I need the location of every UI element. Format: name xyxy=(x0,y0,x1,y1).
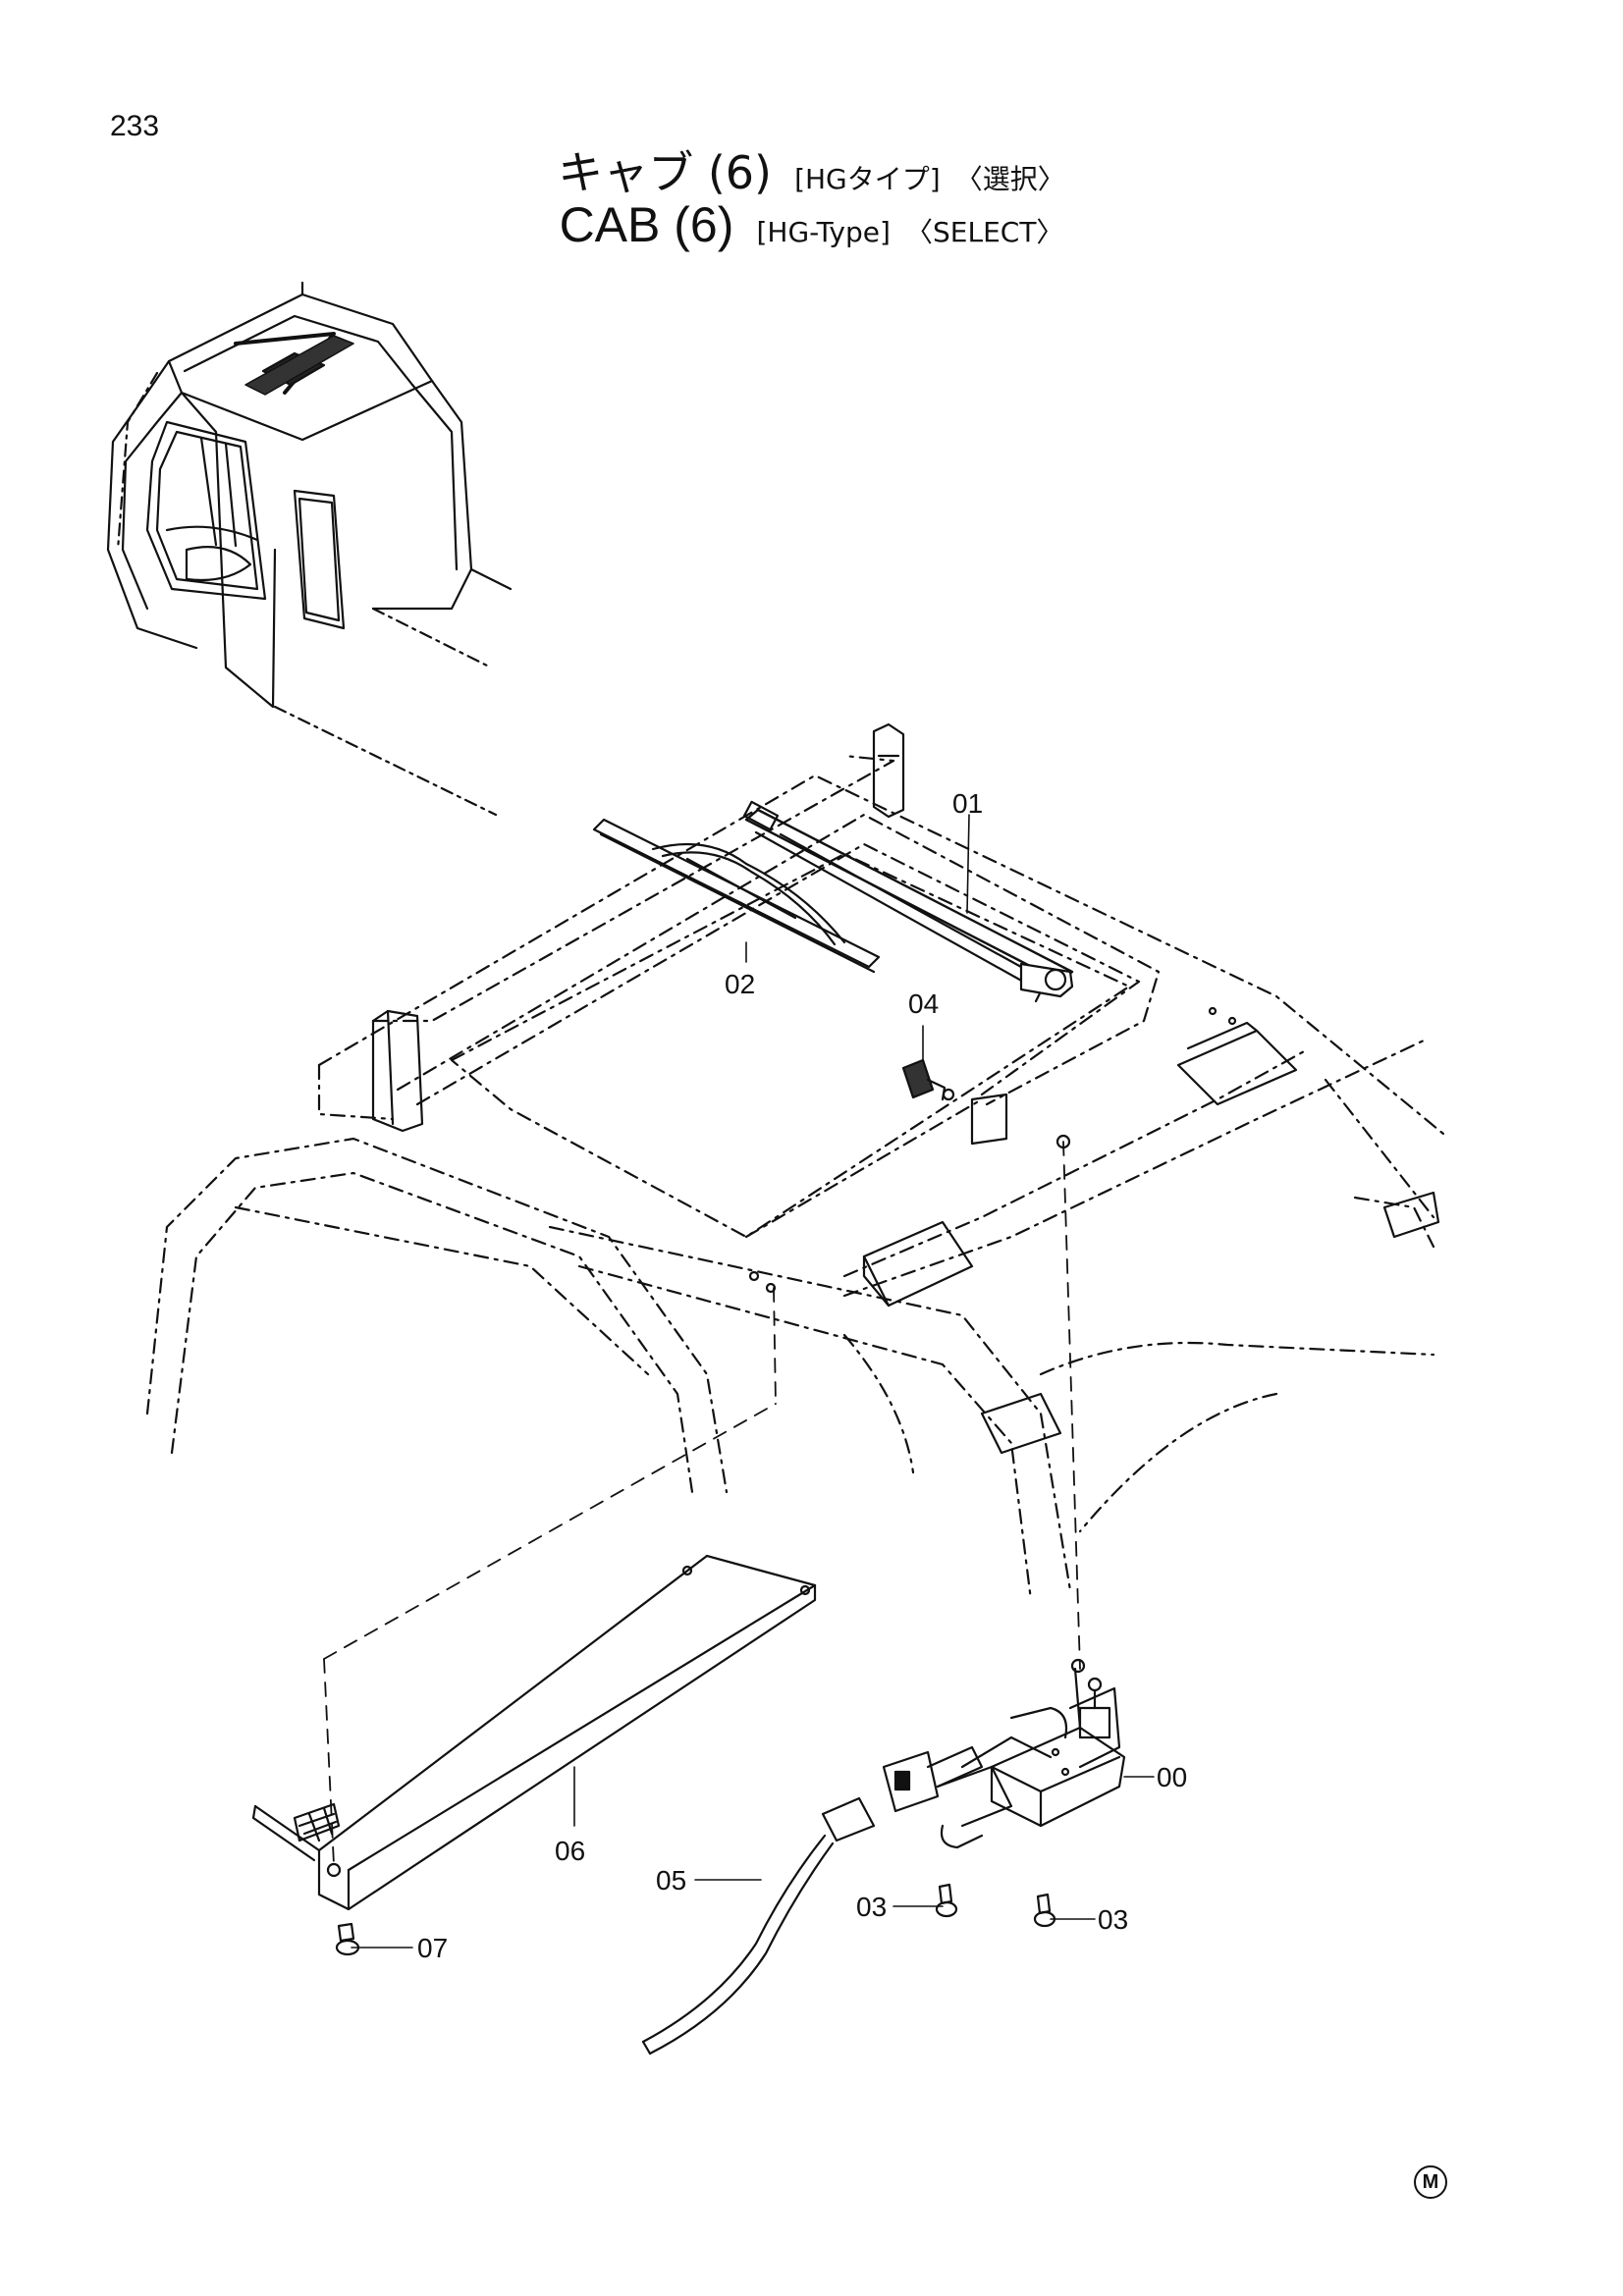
part-label-03-left: 03 xyxy=(856,1892,887,1922)
title-japanese: キャブ (6) [HGタイプ] 〈選択〉 xyxy=(0,137,1623,202)
title-jp-main: キャブ (6) xyxy=(558,146,772,199)
part-label-04: 04 xyxy=(908,988,939,1019)
part-label-06: 06 xyxy=(555,1836,585,1866)
leader-lines xyxy=(351,814,1155,1949)
wiper-motor xyxy=(936,1658,1126,1849)
corner-post-right xyxy=(872,722,905,819)
roof-rail-brackets xyxy=(748,1006,1440,1455)
title-jp-option: 〈選択〉 xyxy=(954,163,1065,195)
title-jp-type: [HGタイプ] xyxy=(794,163,941,195)
screw-left xyxy=(335,1922,360,1956)
cab-roof-frame xyxy=(145,754,1445,1602)
part-label-02: 02 xyxy=(725,969,755,999)
title-en-type: [HG-Type] xyxy=(756,216,891,248)
part-labels: 01 02 04 00 06 05 03 03 07 xyxy=(417,788,1187,1963)
corner-post-left xyxy=(371,1009,424,1133)
part-label-00: 00 xyxy=(1157,1762,1187,1792)
page-number: 233 xyxy=(110,110,160,142)
manufacturer-mark: M xyxy=(1414,2165,1447,2199)
wire-harness xyxy=(641,1796,876,2056)
cab-overview-illustration xyxy=(106,281,513,817)
wiper-blade xyxy=(592,818,881,974)
assembly-guide-lines xyxy=(323,1141,1081,1866)
wiper-arm xyxy=(742,800,1074,1003)
title-english: CAB (6) [HG-Type] 〈SELECT〉 xyxy=(0,196,1623,253)
title-en-main: CAB (6) xyxy=(559,197,734,252)
part-label-05: 05 xyxy=(656,1865,686,1896)
title-en-option: 〈SELECT〉 xyxy=(905,216,1064,248)
screw-right xyxy=(1033,1893,1056,1928)
motor-connector xyxy=(882,1745,984,1813)
part-label-03-right: 03 xyxy=(1098,1904,1128,1935)
washer-nozzle xyxy=(901,1058,955,1101)
screw-middle xyxy=(935,1883,958,1918)
roof-cover-panel xyxy=(251,1554,817,1911)
part-label-01: 01 xyxy=(952,788,983,819)
part-label-07: 07 xyxy=(417,1933,448,1963)
